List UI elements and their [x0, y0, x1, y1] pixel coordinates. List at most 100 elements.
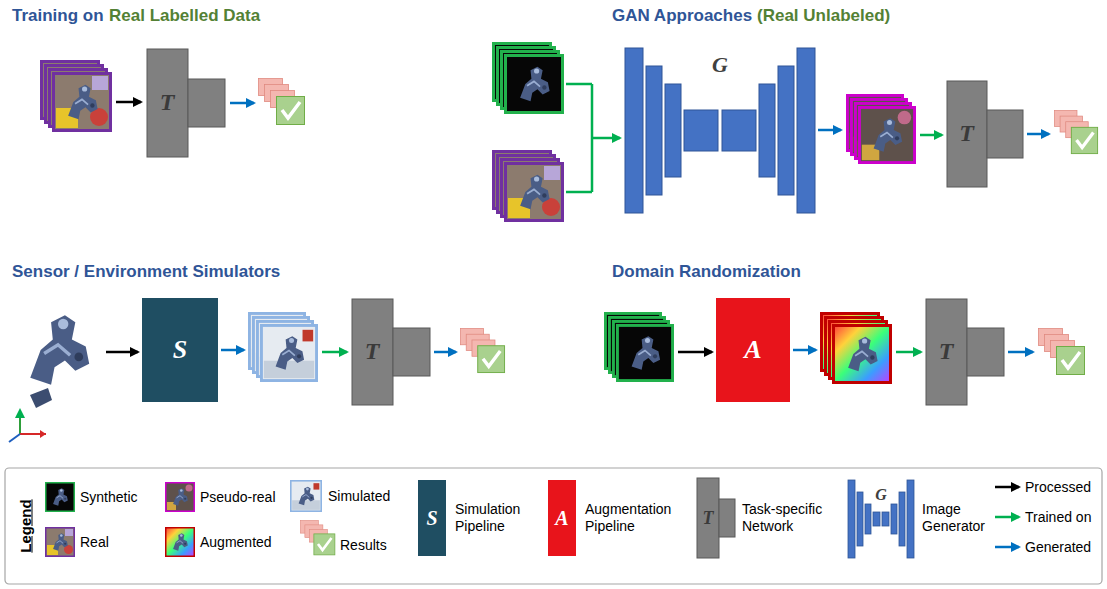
panel-title: Real Labelled Data — [109, 6, 260, 26]
network-body — [352, 299, 393, 405]
block-letter: G — [712, 53, 728, 76]
results-icon — [460, 328, 504, 372]
simulated-image-stack — [249, 313, 316, 380]
panel-title: (Real Unlabeled) — [757, 6, 890, 26]
trained-on-bracket — [566, 84, 592, 192]
legend-letter: A — [555, 508, 568, 529]
task-network-block: T — [351, 298, 431, 406]
trained-on-arrow — [592, 137, 620, 140]
generator-layer — [684, 110, 718, 151]
pseudo-real-image-stack — [847, 95, 914, 162]
node-shape — [351, 298, 431, 406]
task-network-block: T — [925, 298, 1005, 406]
generated-arrow — [1027, 133, 1049, 136]
coordinate-axes — [9, 410, 46, 442]
legend-text: Image Generator — [922, 501, 992, 535]
generated-arrow — [1008, 351, 1033, 354]
generator-layer — [646, 66, 662, 195]
trained-on-sample — [995, 516, 1019, 519]
node-text-area: G — [625, 50, 815, 80]
legend-text: Results — [340, 537, 387, 554]
image-generator-block: G — [625, 48, 815, 213]
trained-on-arrow — [920, 134, 942, 137]
generated-arrow — [221, 349, 244, 352]
block-letter: A — [744, 336, 761, 363]
augmentation-pipeline-box: A — [716, 298, 790, 402]
node-text-area: T — [146, 48, 188, 158]
legend-text: Simulated — [328, 488, 390, 505]
synthetic-sample — [46, 483, 75, 512]
generator-layer — [797, 48, 815, 213]
real-sample — [46, 528, 75, 557]
node-shape — [925, 298, 1005, 406]
trained-on-arrow — [322, 351, 347, 354]
real-image-stack — [494, 152, 563, 221]
legend-frame — [5, 468, 1102, 584]
legend-text: Processed — [1025, 479, 1091, 496]
generator-layer — [625, 48, 643, 213]
generator-layer — [665, 84, 681, 177]
processed-arrow — [116, 101, 141, 104]
block-letter: T — [959, 121, 974, 146]
node-text-area: A — [716, 298, 790, 402]
node-shape — [146, 48, 226, 158]
network-sample — [697, 478, 735, 558]
legend-text: Pseudo-real — [200, 489, 276, 506]
generated-sample — [995, 546, 1019, 549]
simulated-sample — [291, 481, 321, 511]
network-body — [926, 299, 967, 405]
panel-title: Training on — [12, 6, 104, 26]
node-text-area: S — [142, 298, 218, 402]
generated-arrow — [434, 351, 456, 354]
results-sample — [300, 520, 335, 555]
augmented-sample — [166, 528, 195, 557]
task-network-block: T — [146, 48, 226, 158]
cad-model-illustration — [30, 315, 89, 408]
generator-layer — [778, 66, 794, 195]
legend-text: Synthetic — [80, 489, 138, 506]
pipeline-fill — [142, 298, 218, 402]
processed-sample — [995, 486, 1019, 489]
network-head — [987, 110, 1023, 158]
real-image-stack — [42, 62, 111, 131]
legend-text: Real — [80, 534, 109, 551]
legend-letter: S — [426, 508, 437, 529]
augmented-image-stack — [822, 314, 891, 383]
processed-arrow — [106, 351, 138, 354]
trained-on-arrow — [896, 351, 921, 354]
node-text-area: T — [351, 298, 393, 406]
node-shape — [946, 80, 1024, 188]
simulation-pipeline-box: S — [142, 298, 218, 402]
block-letter: T — [160, 90, 175, 115]
network-head — [393, 328, 430, 376]
pseudo-real-sample — [166, 483, 195, 512]
results-icon — [1039, 329, 1085, 375]
network-head — [967, 328, 1004, 376]
legend-text: Task-specific Network — [742, 501, 838, 535]
node-text-area: T — [946, 80, 987, 188]
generator-sample — [848, 480, 914, 558]
legend-text: Augmented — [200, 534, 272, 551]
block-letter: T — [939, 339, 954, 364]
synthetic-image-stack — [605, 313, 672, 380]
panel-title: Domain Randomization — [612, 262, 801, 282]
results-icon — [1054, 110, 1097, 153]
pipeline-fill — [716, 298, 790, 402]
synthetic-image-stack — [494, 44, 563, 113]
legend-text: Generated — [1025, 539, 1091, 556]
block-letter: T — [365, 339, 380, 364]
generated-arrow — [230, 102, 254, 105]
task-network-block: T — [946, 80, 1024, 188]
legend-letter: T — [703, 509, 714, 528]
generated-arrow — [818, 129, 841, 132]
panel-title: Sensor / Environment Simulators — [12, 262, 280, 282]
block-letter: S — [173, 336, 187, 363]
panel-title: GAN Approaches — [612, 6, 752, 26]
node-text-area: T — [925, 298, 967, 406]
legend-text: Simulation Pipeline — [455, 501, 540, 535]
network-head — [188, 79, 225, 127]
processed-arrow — [678, 351, 712, 354]
generator-layer — [722, 110, 756, 151]
generator-layer — [759, 84, 775, 177]
